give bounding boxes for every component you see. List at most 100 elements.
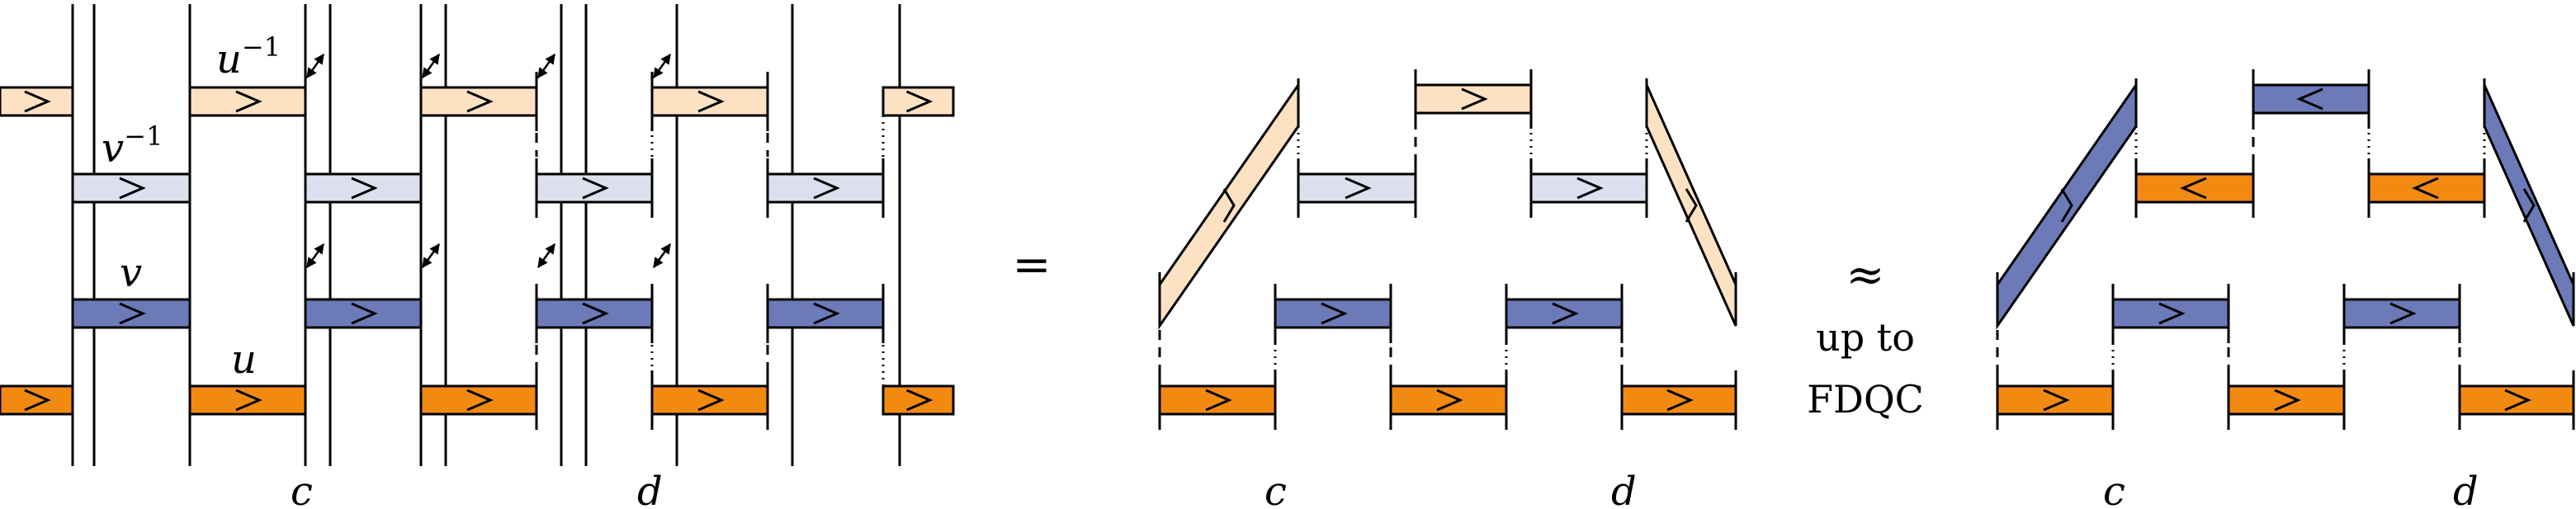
equals-sign: =: [1013, 238, 1052, 292]
left-uinv-gate-3: [650, 86, 769, 117]
left-swap-arrow-3: [652, 53, 672, 79]
left-uinv-edge-right: [882, 86, 955, 117]
right-vblue-top-gate: [2252, 83, 2370, 115]
middle-u-gate-2: [1389, 384, 1508, 416]
left-u-gate-2: [419, 384, 538, 416]
left-vinv-gate-2: [304, 172, 423, 204]
right-u-gate-2-chevron: [2274, 389, 2301, 412]
middle-uinv-gate: [1414, 83, 1533, 115]
right-u-gate-3-chevron: [2504, 389, 2531, 412]
middle-slant-left: [1158, 81, 1300, 330]
left-swap-arrow-5: [421, 243, 441, 269]
left-swap-arrow-7: [652, 243, 672, 269]
label-u-inverse-sup: −1: [242, 31, 281, 63]
label-d-middle: d: [1611, 469, 1637, 509]
right-v-gate-1-chevron: [2158, 302, 2186, 325]
approx-sign: ≈: [1846, 248, 1885, 302]
left-uinv-gate-1: [188, 86, 307, 117]
middle-v-gate-1: [1274, 298, 1392, 329]
middle-u-gate-3-chevron: [1666, 389, 1694, 412]
left-vinv-gate-3-chevron: [582, 177, 609, 200]
left-u-gate-2-chevron: [466, 389, 494, 412]
right-v-gate-1: [2111, 298, 2230, 329]
middle-slant-right: [1645, 84, 1737, 327]
label-v: v: [120, 250, 142, 296]
middle-v-gate-1-chevron: [1321, 302, 1348, 325]
right-slant-left: [1996, 81, 2138, 330]
left-vinv-gate-4-chevron: [813, 177, 840, 200]
left-v-gate-4-chevron: [813, 302, 840, 325]
middle-vinv-gate-2: [1529, 172, 1648, 204]
left-v-gate-1: [71, 298, 191, 329]
label-v-inverse-sup: −1: [124, 120, 163, 152]
left-u-gate-3: [650, 384, 769, 416]
label-v-inverse-base: v: [102, 125, 124, 172]
right-u-rev-gate-1-chevron: [2180, 177, 2207, 200]
left-swap-arrow-2: [536, 53, 556, 79]
middle-vinv-gate-2-chevron: [1576, 177, 1604, 200]
left-u-gate-1: [188, 384, 307, 416]
middle-v-gate-2-chevron: [1552, 302, 1579, 325]
right-u-gate-1: [1996, 384, 2115, 416]
left-vinv-gate-1: [71, 172, 191, 204]
middle-slant-right-kink: [1685, 188, 1698, 223]
left-u-edge-right: [882, 384, 955, 416]
label-c-right: c: [2103, 469, 2125, 509]
right-u-gate-2: [2227, 384, 2346, 416]
left-uinv-edge-left-chevron: [24, 90, 51, 113]
right-slant-right: [2483, 84, 2575, 327]
left-u-gate-3-chevron: [697, 389, 725, 412]
middle-u-gate-3: [1620, 384, 1737, 416]
middle-uinv-gate-chevron: [1461, 87, 1488, 111]
right-u-gate-1-chevron: [2043, 389, 2070, 412]
middle-u-gate-2-chevron: [1436, 389, 1463, 412]
middle-slant-left-kink: [1222, 188, 1236, 223]
right-slant-left-kink: [2060, 188, 2073, 223]
left-uinv-gate-2: [419, 86, 538, 117]
right-v-gate-2-chevron: [2389, 302, 2417, 325]
left-v-gate-4: [766, 298, 885, 329]
middle-u-gate-1: [1158, 384, 1277, 416]
left-swap-arrow-6: [536, 243, 556, 269]
middle-u-gate-1-chevron: [1205, 389, 1232, 412]
label-u-inverse: u−1: [216, 31, 281, 82]
right-u-gate-3: [2458, 384, 2575, 416]
label-d-left: d: [637, 469, 663, 509]
left-u-edge-left: [0, 384, 74, 416]
left-v-gate-2-chevron: [351, 302, 378, 325]
left-swap-arrow-1: [421, 53, 441, 79]
left-v-gate-2: [304, 298, 423, 329]
label-v-inverse: v−1: [102, 120, 163, 172]
left-vinv-gate-3: [535, 172, 654, 204]
middle-vinv-gate-1: [1297, 172, 1417, 204]
left-u-edge-right-chevron: [905, 389, 934, 412]
left-v-gate-3-chevron: [582, 302, 609, 325]
right-u-rev-gate-2-chevron: [2412, 177, 2439, 200]
left-uinv-gate-2-chevron: [466, 90, 494, 113]
right-u-rev-gate-1: [2134, 172, 2255, 204]
left-v-gate-3: [535, 298, 654, 329]
left-u-gate-1-chevron: [235, 389, 262, 412]
left-uinv-edge-left: [0, 86, 74, 117]
right-slant-right-kink: [2522, 188, 2536, 223]
middle-v-gate-2: [1505, 298, 1624, 329]
left-uinv-gate-3-chevron: [697, 90, 725, 113]
left-v-gate-1-chevron: [119, 302, 146, 325]
left-uinv-gate-1-chevron: [235, 90, 262, 113]
approx-caption-line2: FDQC: [1807, 377, 1924, 422]
left-u-edge-left-chevron: [24, 389, 51, 412]
middle-vinv-gate-1-chevron: [1345, 177, 1372, 200]
label-d-right: d: [2453, 469, 2479, 509]
left-uinv-edge-right-chevron: [905, 90, 934, 113]
left-swap-arrow-4: [305, 243, 325, 269]
left-vinv-gate-2-chevron: [351, 177, 378, 200]
approx-caption-line1: up to: [1816, 315, 1915, 360]
left-vinv-gate-4: [766, 172, 885, 204]
left-swap-arrow-0: [305, 53, 325, 79]
label-c-middle: c: [1264, 469, 1287, 509]
right-v-gate-2: [2342, 298, 2461, 329]
right-vblue-top-gate-chevron: [2296, 87, 2323, 111]
label-u: u: [231, 337, 257, 383]
label-u-inverse-base: u: [216, 36, 242, 82]
